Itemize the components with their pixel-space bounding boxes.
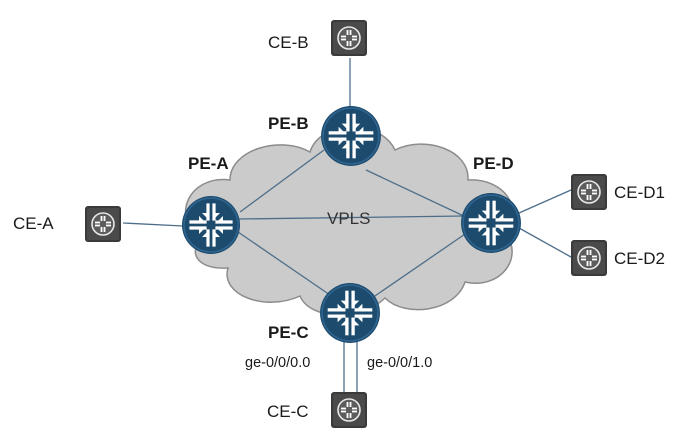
ce-d1-device: CE-D1 — [570, 173, 665, 211]
ce-a-label: CE-A — [13, 214, 54, 233]
ce-b-device: CE-B — [268, 19, 368, 57]
pe-b-label: PE-B — [268, 114, 309, 133]
link-pe-a-pe-d — [237, 215, 465, 220]
pe-a-router: PE-A — [181, 154, 241, 255]
link-pe-d-ce-d2 — [518, 227, 572, 258]
ce-a-device: CE-A — [13, 205, 122, 243]
link-pe-b-pe-d — [365, 169, 469, 219]
switch-icon — [84, 205, 122, 243]
router-icon — [319, 282, 381, 344]
pe-b-router: PE-B — [268, 105, 382, 167]
interface-label-pe-c-left: ge-0/0/0.0 — [245, 355, 310, 371]
link-pe-a-pe-b — [239, 149, 325, 213]
router-icon — [460, 192, 522, 254]
link-pe-d-ce-d1 — [518, 189, 572, 214]
switch-icon — [570, 173, 608, 211]
ce-d2-label: CE-D2 — [614, 249, 665, 268]
link-pe-c-pe-d — [371, 231, 469, 299]
ce-c-label: CE-C — [267, 402, 309, 421]
link-ce-a-pe-a — [122, 222, 184, 227]
switch-icon — [570, 239, 608, 277]
switch-icon — [330, 391, 368, 429]
network-links — [122, 58, 572, 393]
pe-a-label: PE-A — [188, 154, 229, 173]
ce-c-device: CE-C — [267, 391, 368, 429]
switch-icon — [330, 19, 368, 57]
pe-c-label: PE-C — [268, 323, 309, 342]
interface-label-pe-c-right: ge-0/0/1.0 — [367, 355, 432, 371]
ce-b-label: CE-B — [268, 33, 309, 52]
link-pe-a-pe-c — [237, 231, 331, 296]
pe-c-router: PE-C — [268, 282, 381, 344]
pe-d-router: PE-D — [460, 154, 522, 254]
router-icon — [181, 195, 241, 255]
pe-d-label: PE-D — [473, 154, 514, 173]
router-icon — [320, 105, 382, 167]
vpls-label: VPLS — [327, 209, 370, 228]
ce-d2-device: CE-D2 — [570, 239, 665, 277]
ce-d1-label: CE-D1 — [614, 183, 665, 202]
